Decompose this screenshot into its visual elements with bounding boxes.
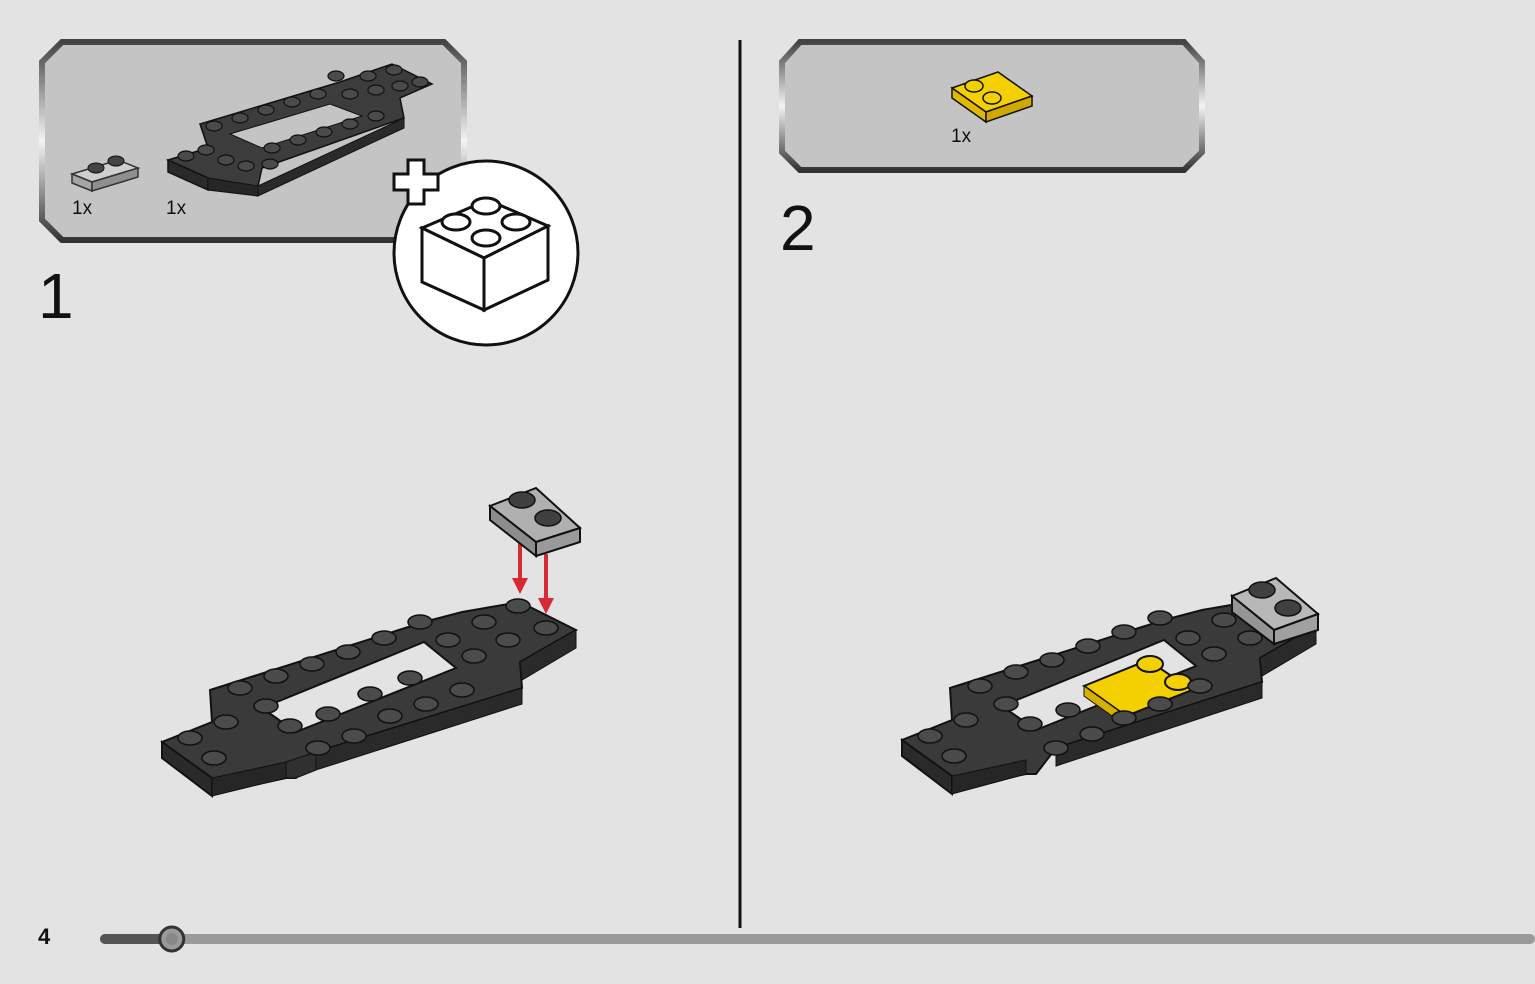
step-1-assembly bbox=[160, 598, 579, 799]
add-brick-icon bbox=[392, 158, 580, 347]
part-qty-frame-plate: 1x bbox=[166, 198, 187, 219]
step-2-assembly bbox=[900, 576, 1320, 797]
dark-frame-plate-part-icon bbox=[165, 63, 434, 197]
yellow-tile-part-icon bbox=[950, 71, 1034, 124]
placement-arrows bbox=[512, 540, 554, 614]
progress-bar bbox=[100, 925, 1535, 953]
part-qty-grey-plate: 1x bbox=[72, 198, 93, 219]
light-grey-plate-part-icon bbox=[69, 155, 141, 193]
light-grey-plate-placing bbox=[488, 486, 582, 559]
part-qty-yellow-tile: 1x bbox=[951, 126, 972, 147]
progress-fill bbox=[100, 934, 172, 944]
step-2-number: 2 bbox=[780, 192, 816, 264]
step-1-number: 1 bbox=[38, 260, 74, 332]
page-number: 4 bbox=[38, 924, 51, 949]
